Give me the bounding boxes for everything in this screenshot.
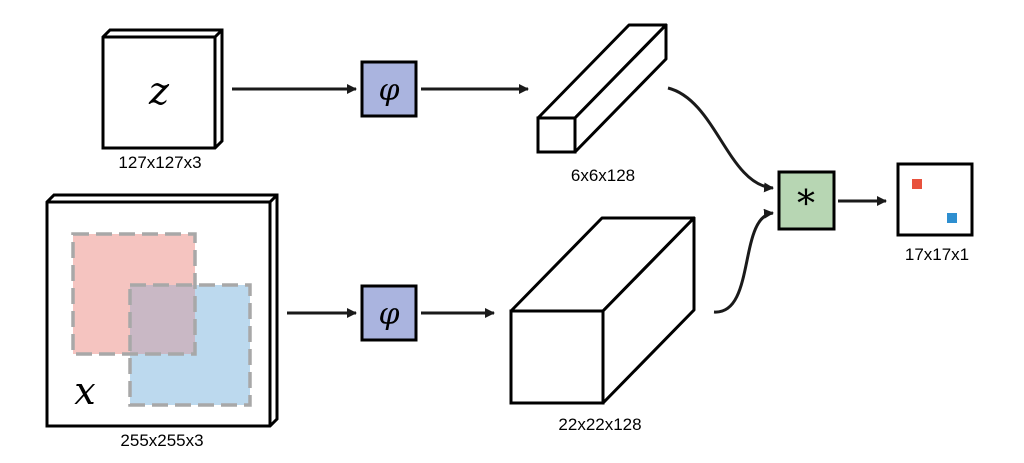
arrow-search-features-to-correlation: [713, 208, 774, 314]
search-dimension: 255x255x3: [120, 431, 203, 450]
score-map-box: [896, 162, 974, 237]
search-feature-box: [509, 216, 696, 405]
score-map-dimension: 17x17x1: [905, 245, 969, 264]
embedding-function-top: φ: [360, 60, 418, 118]
score-map-blue-peak: [947, 213, 957, 223]
search-features-dimension: 22x22x128: [558, 415, 641, 434]
exemplar-label-z: z: [148, 69, 170, 113]
exemplar-dimension: 127x127x3: [118, 153, 201, 172]
score-map-red-peak: [912, 179, 922, 189]
exemplar-input-box: z: [101, 28, 224, 150]
exemplar-feature-box: [536, 23, 668, 154]
candidate-region-outlines: [71, 232, 252, 407]
exemplar-features-dimension: 6x6x128: [571, 166, 635, 185]
cross-correlation-box: *: [777, 170, 836, 231]
embedding-function-bottom: φ: [360, 284, 418, 342]
arrow-exemplar-features-to-correlation: [667, 86, 774, 193]
correlation-symbol: *: [797, 184, 815, 225]
phi-symbol-top: φ: [378, 73, 399, 108]
phi-symbol-bottom: φ: [378, 297, 399, 332]
candidate-region-overlap: [130, 285, 195, 354]
search-label-x: x: [74, 369, 95, 413]
